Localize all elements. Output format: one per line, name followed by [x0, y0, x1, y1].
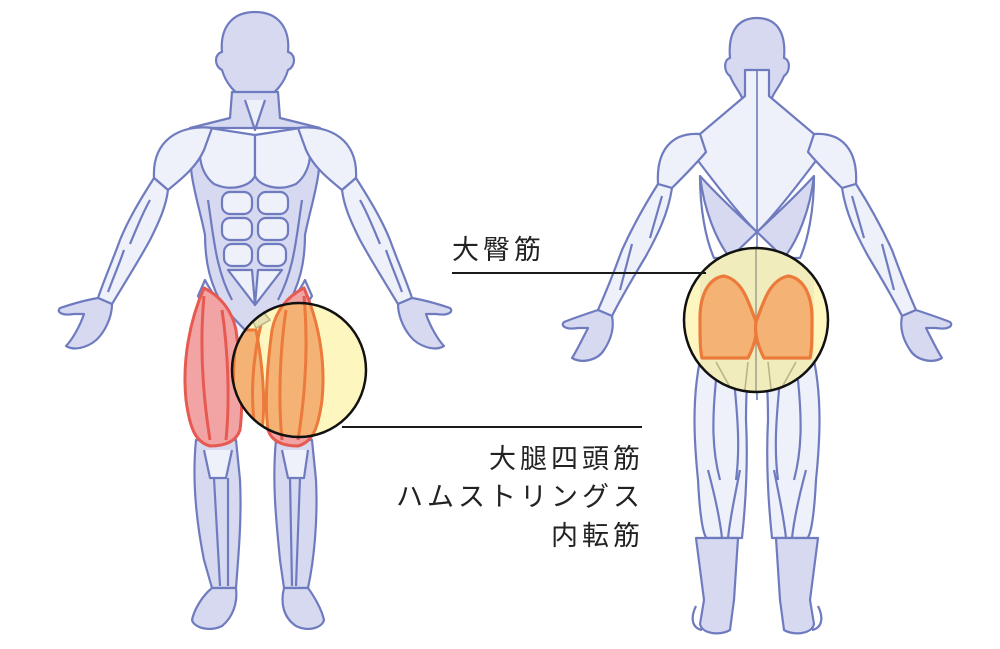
front-foot-left — [190, 586, 238, 630]
back-ankle-left — [694, 536, 740, 635]
back-hand-right — [900, 308, 953, 362]
front-hand-right — [396, 296, 453, 350]
front-body-figure — [57, 10, 453, 630]
gluteus-right — [753, 274, 814, 360]
back-deltoid-left — [656, 132, 708, 190]
label-adductors: 内転筋 — [551, 521, 644, 552]
back-ankle-right — [774, 536, 820, 635]
front-foot-right — [281, 586, 326, 630]
front-hand-left — [57, 296, 114, 350]
front-arm-left — [96, 176, 170, 306]
label-gluteus-maximus: 大臀筋 — [452, 235, 545, 266]
label-hamstrings: ハムストリングス — [396, 482, 644, 513]
back-body-figure — [561, 16, 953, 635]
back-deltoid-right — [806, 132, 858, 190]
gluteus-muscles — [698, 274, 814, 360]
thigh-group-leader-line — [342, 426, 642, 428]
back-hand-left — [561, 308, 614, 362]
gluteus-magnifier-callout — [682, 246, 830, 394]
gluteus-left — [698, 274, 759, 360]
front-arm-right — [340, 176, 414, 306]
label-quadriceps: 大腿四頭筋 — [489, 444, 644, 475]
gluteus-leader-line — [452, 272, 706, 274]
